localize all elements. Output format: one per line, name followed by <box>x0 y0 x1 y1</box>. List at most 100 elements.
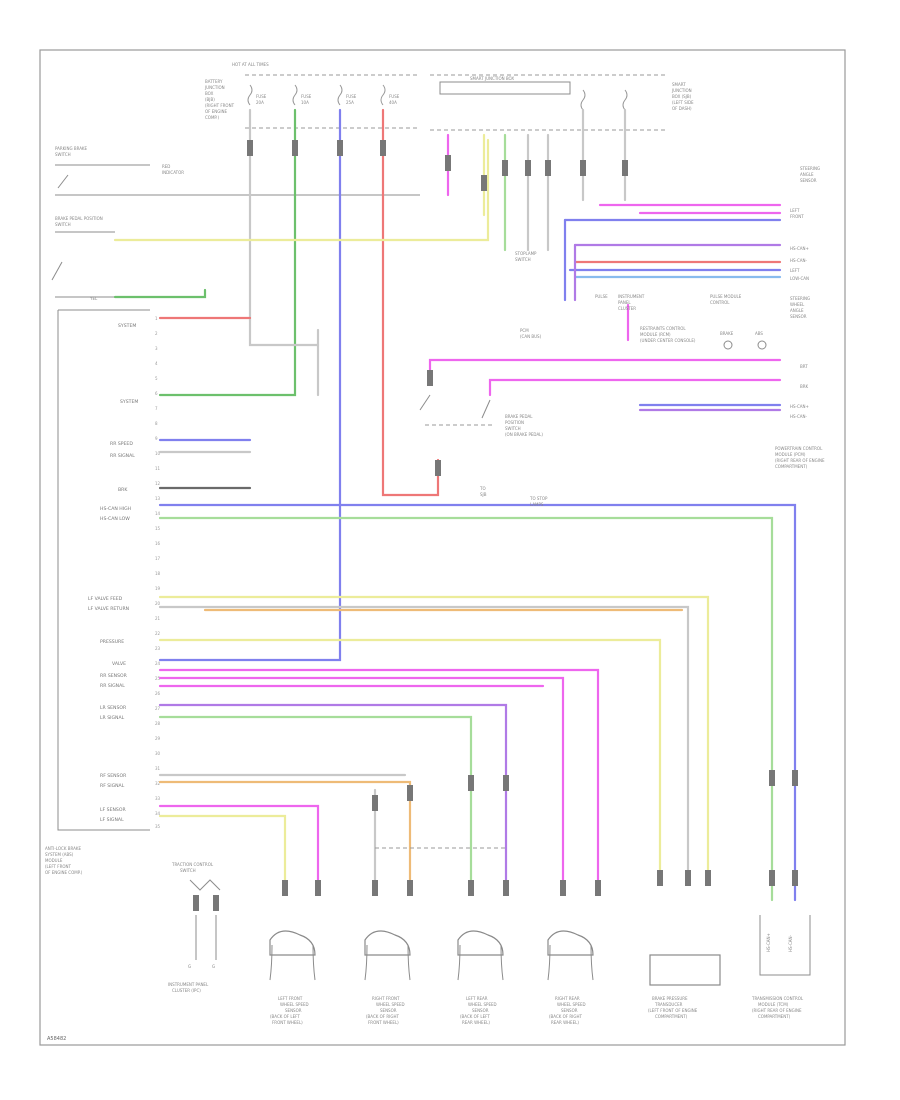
svg-text:17: 17 <box>155 556 161 561</box>
svg-text:SMART: SMART <box>672 82 686 87</box>
svg-text:LEFT REAR: LEFT REAR <box>466 996 488 1001</box>
svg-text:33: 33 <box>155 796 161 801</box>
right-front-wheel-speed-sensor: RIGHT FRONT WHEEL SPEED SENSOR (BACK OF … <box>364 930 411 1025</box>
svg-text:G: G <box>212 964 215 969</box>
svg-text:26: 26 <box>155 691 161 696</box>
svg-text:BRAKE PRESSURE: BRAKE PRESSURE <box>652 996 688 1001</box>
svg-text:INSTRUMENT PANEL: INSTRUMENT PANEL <box>168 982 209 987</box>
svg-text:(LEFT SIDE: (LEFT SIDE <box>672 100 694 105</box>
svg-text:HS-CAN-: HS-CAN- <box>788 934 793 952</box>
svg-text:FRONT WHEEL): FRONT WHEEL) <box>272 1020 303 1025</box>
svg-text:G: G <box>188 964 191 969</box>
svg-text:LF SIGNAL: LF SIGNAL <box>100 817 124 823</box>
svg-text:SWITCH: SWITCH <box>505 426 521 431</box>
svg-text:(RIGHT REAR OF ENGINE: (RIGHT REAR OF ENGINE <box>775 458 825 463</box>
svg-text:35: 35 <box>155 824 161 829</box>
svg-text:BRAKE: BRAKE <box>720 331 734 336</box>
wire-pink-lf <box>158 804 320 882</box>
svg-text:YEL: YEL <box>89 296 98 301</box>
wire-pink-sas2 <box>488 378 782 397</box>
svg-text:COMPARTMENT): COMPARTMENT) <box>758 1014 791 1019</box>
svg-text:RIGHT REAR: RIGHT REAR <box>555 996 580 1001</box>
indicator-lamps: BRAKE ABS <box>720 331 767 350</box>
battery-junction-box: BATTERY JUNCTION BOX (BJB) (RIGHT FRONT … <box>204 62 420 129</box>
wire-yellow-valve <box>158 595 710 877</box>
svg-text:HS-CAN LOW: HS-CAN LOW <box>100 516 130 522</box>
left-front-wheel-speed-sensor: LEFT FRONT WHEEL SPEED SENSOR (BACK OF L… <box>269 930 316 1025</box>
svg-text:MODULE (RCM): MODULE (RCM) <box>640 332 671 337</box>
svg-text:PARKING BRAKE: PARKING BRAKE <box>55 146 88 151</box>
svg-text:23: 23 <box>155 646 161 651</box>
svg-text:TO STOP: TO STOP <box>529 496 548 501</box>
svg-text:COMPARTMENT): COMPARTMENT) <box>655 1014 688 1019</box>
brake-pedal-switch: BRAKE PEDAL POSITION SWITCH (ON BRAKE PE… <box>419 394 543 437</box>
wire-gray-ground2 <box>248 318 320 347</box>
svg-text:RIGHT FRONT: RIGHT FRONT <box>372 996 400 1001</box>
svg-text:FUSE: FUSE <box>389 94 400 99</box>
svg-text:10: 10 <box>155 451 161 456</box>
svg-text:LEFT: LEFT <box>790 268 800 273</box>
svg-text:SWITCH: SWITCH <box>180 868 196 873</box>
svg-text:RR SENSOR: RR SENSOR <box>100 673 128 679</box>
svg-text:OF ENGINE: OF ENGINE <box>205 109 228 114</box>
svg-text:INSTRUMENT: INSTRUMENT <box>618 294 645 299</box>
svg-text:16: 16 <box>155 541 161 546</box>
svg-text:FUSE: FUSE <box>301 94 312 99</box>
svg-text:LEFT FRONT: LEFT FRONT <box>278 996 303 1001</box>
svg-text:29: 29 <box>155 736 161 741</box>
svg-text:8: 8 <box>155 421 158 426</box>
svg-text:JUNCTION: JUNCTION <box>204 85 225 90</box>
svg-text:OF ENGINE COMP.): OF ENGINE COMP.) <box>45 870 83 875</box>
svg-text:CLUSTER: CLUSTER <box>618 306 636 311</box>
svg-text:LEFT: LEFT <box>790 208 800 213</box>
footer-code: A58482 <box>47 1036 66 1042</box>
wire-yellow-lf <box>158 814 287 882</box>
svg-text:31: 31 <box>155 766 161 771</box>
traction-control-switch: TRACTION CONTROL SWITCH G G INSTRUMENT P… <box>168 862 221 993</box>
svg-text:SYSTEM: SYSTEM <box>120 399 138 405</box>
right-module-labels: STEERING ANGLE SENSOR LEFT FRONT HS-CAN+… <box>479 166 825 507</box>
svg-text:(RIGHT FRONT: (RIGHT FRONT <box>205 103 235 108</box>
svg-text:RR SPEED: RR SPEED <box>110 441 133 447</box>
svg-text:LOW-CAN: LOW-CAN <box>790 276 809 281</box>
svg-text:(BACK OF LEFT: (BACK OF LEFT <box>460 1014 490 1019</box>
svg-text:BRK: BRK <box>118 487 128 493</box>
svg-text:(CAN BUS): (CAN BUS) <box>520 334 542 339</box>
svg-text:ANTI-LOCK BRAKE: ANTI-LOCK BRAKE <box>45 846 81 851</box>
svg-text:9: 9 <box>155 436 158 441</box>
svg-text:BOX (SJB): BOX (SJB) <box>672 94 692 99</box>
svg-text:FRONT WHEEL): FRONT WHEEL) <box>368 1020 399 1025</box>
svg-text:25A: 25A <box>346 100 354 105</box>
svg-text:HS-CAN-: HS-CAN- <box>790 414 808 419</box>
svg-text:(LEFT FRONT: (LEFT FRONT <box>45 864 71 869</box>
wire-blue-can <box>158 503 797 902</box>
svg-text:LF VALVE FEED: LF VALVE FEED <box>88 596 123 602</box>
svg-text:7: 7 <box>155 406 158 411</box>
svg-text:30: 30 <box>155 751 161 756</box>
svg-text:SENSOR: SENSOR <box>380 1008 397 1013</box>
wire-green-f2 <box>158 108 297 397</box>
svg-text:SENSOR: SENSOR <box>285 1008 302 1013</box>
svg-text:20A: 20A <box>256 100 264 105</box>
svg-text:REAR WHEEL): REAR WHEEL) <box>551 1020 579 1025</box>
svg-text:27: 27 <box>155 706 161 711</box>
svg-text:24: 24 <box>155 661 161 666</box>
svg-text:RR SIGNAL: RR SIGNAL <box>110 453 135 459</box>
svg-text:HS-CAN-: HS-CAN- <box>790 258 808 263</box>
svg-text:TRACTION CONTROL: TRACTION CONTROL <box>171 862 214 867</box>
wire-layer <box>113 108 797 902</box>
svg-text:COMP.): COMP.) <box>205 115 219 120</box>
svg-text:(BACK OF RIGHT: (BACK OF RIGHT <box>366 1014 399 1019</box>
svg-text:FUSE: FUSE <box>346 94 357 99</box>
svg-text:SENSOR: SENSOR <box>472 1008 489 1013</box>
svg-text:REAR WHEEL): REAR WHEEL) <box>462 1020 490 1025</box>
wire-pink-rr1 <box>158 668 600 882</box>
svg-text:TO: TO <box>479 486 486 491</box>
svg-text:10A: 10A <box>301 100 309 105</box>
svg-text:LF SENSOR: LF SENSOR <box>100 807 126 813</box>
smart-junction-box: SMART JUNCTION BOX SMART JUNCTION BOX (S… <box>430 74 694 131</box>
svg-text:STEERING: STEERING <box>790 296 810 301</box>
svg-text:4: 4 <box>155 361 158 366</box>
svg-text:22: 22 <box>155 631 161 636</box>
svg-text:MODULE (TCM): MODULE (TCM) <box>758 1002 789 1007</box>
